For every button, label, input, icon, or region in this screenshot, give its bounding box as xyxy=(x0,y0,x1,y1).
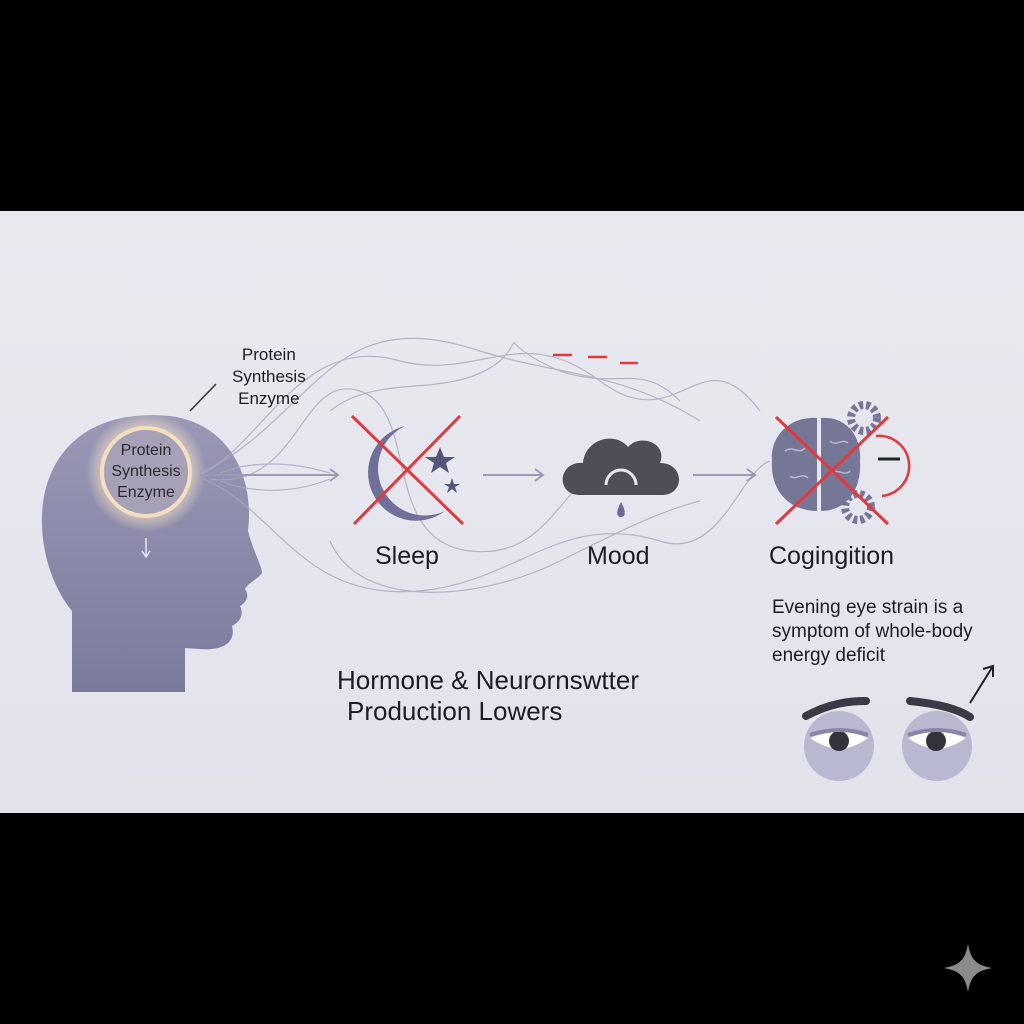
diagram-graphics xyxy=(41,337,994,781)
callout-enzyme-label: Protein Synthesis Enzyme xyxy=(232,344,306,410)
label-line: Synthesis xyxy=(232,367,306,386)
head-enzyme-label: Protein Synthesis Enzyme xyxy=(104,440,188,503)
up-right-arrow-icon xyxy=(969,664,994,704)
cross-icon xyxy=(350,414,465,526)
caption-line: Production Lowers xyxy=(347,696,563,726)
label-line: Enzyme xyxy=(238,389,300,408)
eye-strain-note: Evening eye strain is a symptom of whole… xyxy=(772,596,973,668)
callout-line xyxy=(189,383,217,412)
infographic-panel: Protein Synthesis Enzyme Protein Synthes… xyxy=(0,211,1024,813)
down-arrow-icon xyxy=(141,538,151,559)
moon-stars-icon xyxy=(368,426,460,521)
label-line: Protein xyxy=(120,442,172,459)
enzyme-circle xyxy=(100,426,192,518)
minus-marks xyxy=(553,353,638,365)
main-caption: Hormone & Neurornswtter Production Lower… xyxy=(337,665,639,727)
sleep-label: Sleep xyxy=(375,542,439,570)
sad-cloud-icon xyxy=(562,438,680,517)
note-line: symptom of whole-body xyxy=(772,621,973,642)
cognition-label: Cogingition xyxy=(769,542,895,570)
cross-icon xyxy=(774,415,890,526)
caption-line: Hormone & Neurornswtter xyxy=(337,665,639,695)
label-line: Synthesis xyxy=(111,463,181,480)
tired-eyes-icon xyxy=(802,697,974,781)
note-line: Evening eye strain is a xyxy=(772,597,964,618)
label-line: Protein xyxy=(241,345,296,364)
arrows xyxy=(200,468,757,482)
label-line: Enzyme xyxy=(117,484,175,501)
note-line: energy deficit xyxy=(772,645,886,666)
mood-label: Mood xyxy=(587,542,650,570)
